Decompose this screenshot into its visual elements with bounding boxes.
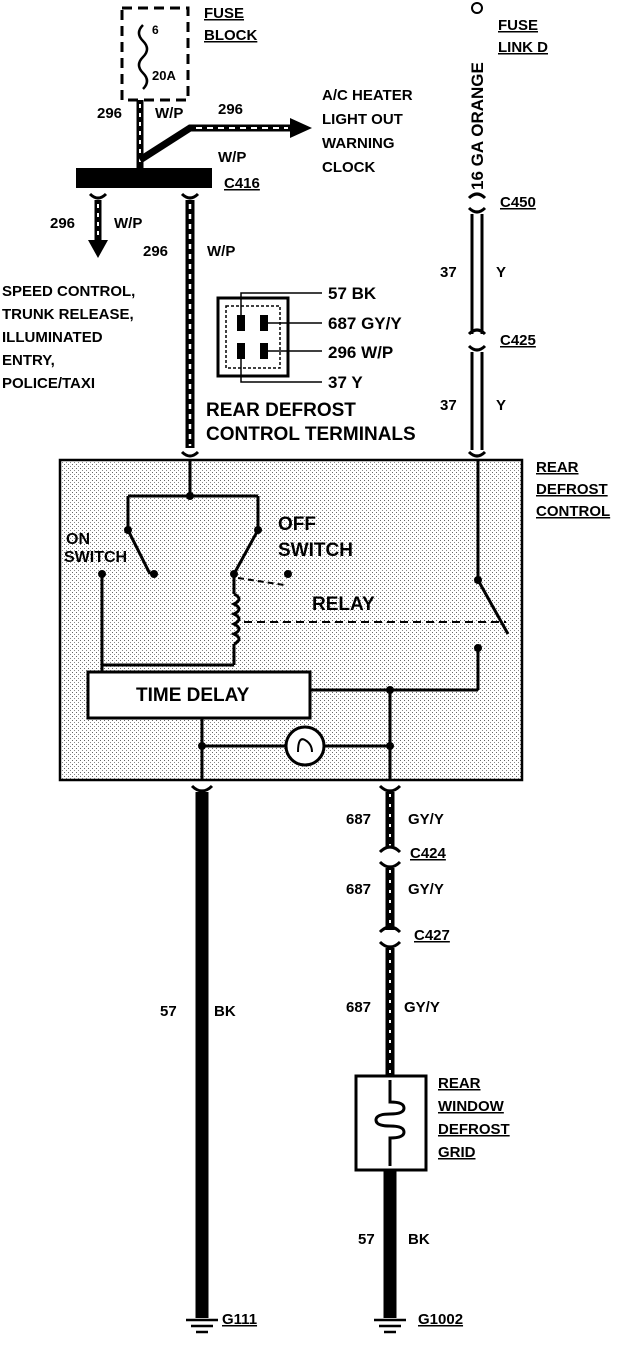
- accessories-2: LIGHT OUT: [322, 111, 403, 128]
- wire-bk-label-b: BK: [408, 1231, 430, 1248]
- off-switch-label-1: OFF: [278, 514, 316, 535]
- grid-label-1: REAR: [438, 1075, 481, 1092]
- wire-37-label-b: 37: [440, 397, 457, 414]
- wire-wp-label-c: W/P: [114, 215, 142, 232]
- switch-contacts: [98, 492, 482, 750]
- off-switch-label-2: SWITCH: [278, 540, 353, 561]
- fuse-block: 6 20A: [120, 6, 190, 102]
- wire-gyy-label-c: GY/Y: [404, 999, 440, 1016]
- grid-label-2: WINDOW: [438, 1098, 505, 1115]
- wire-687: [378, 792, 402, 1076]
- wire-296-branch: [138, 118, 312, 163]
- wire-wp-label-d: W/P: [207, 243, 235, 260]
- wire-gyy-label-b: GY/Y: [408, 881, 444, 898]
- wire-57-label-a: 57: [160, 1003, 177, 1020]
- wire-wp-label-a: W/P: [155, 105, 183, 122]
- speed-control-3: ILLUMINATED: [2, 329, 103, 346]
- speed-control-4: ENTRY,: [2, 352, 55, 369]
- c450-label: C450: [500, 194, 536, 211]
- accessories-4: CLOCK: [322, 159, 375, 176]
- c427-label: C427: [414, 927, 450, 944]
- terminals-title-1: REAR DEFROST: [206, 400, 356, 421]
- wire-296-label-d: 296: [143, 243, 168, 260]
- defrost-grid-element: [354, 1074, 428, 1172]
- c425-label: C425: [500, 332, 536, 349]
- control-label-3: CONTROL: [536, 503, 610, 520]
- control-label-2: DEFROST: [536, 481, 608, 498]
- terminal-1: 57 BK: [328, 284, 377, 303]
- terminal-3: 296 W/P: [328, 343, 393, 362]
- relay-label: RELAY: [312, 594, 375, 615]
- terminal-connector: [216, 292, 322, 383]
- on-switch-label-1: ON: [66, 531, 90, 548]
- wire-296-label-b: 296: [218, 101, 243, 118]
- wire-37-label-a: 37: [440, 264, 457, 281]
- wire-296-label-c: 296: [50, 215, 75, 232]
- accessories-3: WARNING: [322, 135, 395, 152]
- ground-icon-g111: [186, 1318, 218, 1334]
- wire-687-label-c: 687: [346, 999, 371, 1016]
- terminal-4: 37 Y: [328, 373, 363, 392]
- control-label-1: REAR: [536, 459, 579, 476]
- wire-687-label-b: 687: [346, 881, 371, 898]
- fuse-link-gauge: 16 GA ORANGE: [468, 62, 487, 190]
- wire-y-label-a: Y: [496, 264, 506, 281]
- accessories-1: A/C HEATER: [322, 87, 413, 104]
- fuse-block-label-1: FUSE: [204, 5, 244, 22]
- c416-label: C416: [224, 175, 260, 192]
- speed-control-5: POLICE/TAXI: [2, 375, 95, 392]
- g111-label: G111: [222, 1311, 257, 1328]
- wire-296-main: [180, 192, 200, 458]
- c-out-right: [378, 784, 402, 793]
- wire-wp-label-b: W/P: [218, 149, 246, 166]
- fuse-number: 6: [152, 23, 159, 37]
- fuse-block-label-2: BLOCK: [204, 27, 257, 44]
- c424-label: C424: [410, 845, 447, 862]
- fuse-link-label-1: FUSE: [498, 17, 538, 34]
- time-delay-box: [86, 670, 312, 720]
- indicator-lamp-icon: [284, 725, 326, 767]
- grid-label-3: DEFROST: [438, 1121, 510, 1138]
- terminals-title-2: CONTROL TERMINALS: [206, 424, 416, 445]
- fuse-link-end: [471, 2, 483, 14]
- off-switch-link: [237, 577, 285, 586]
- wire-gyy-label-a: GY/Y: [408, 811, 444, 828]
- wire-687-label-a: 687: [346, 811, 371, 828]
- wire-y-label-b: Y: [496, 397, 506, 414]
- c416-splice-bar: [76, 168, 212, 188]
- wire-37: [467, 192, 487, 458]
- grid-label-4: GRID: [438, 1144, 476, 1161]
- fuse-rating: 20A: [152, 68, 176, 83]
- g1002-label: G1002: [418, 1311, 463, 1328]
- time-delay-label: TIME DELAY: [136, 685, 250, 706]
- speed-control-2: TRUNK RELEASE,: [2, 306, 134, 323]
- ground-icon-g1002: [374, 1318, 406, 1334]
- wire-57-label-b: 57: [358, 1231, 375, 1248]
- wire-296-left: [88, 192, 108, 258]
- on-switch-label-2: SWITCH: [64, 549, 127, 566]
- wire-296-label-a: 296: [97, 105, 122, 122]
- rear-defrost-control-box: [58, 458, 524, 782]
- terminal-2: 687 GY/Y: [328, 314, 402, 333]
- speed-control-1: SPEED CONTROL,: [2, 283, 135, 300]
- c-out-left: [190, 784, 214, 793]
- wire-bk-label-a: BK: [214, 1003, 236, 1020]
- fuse-link-label-2: LINK D: [498, 39, 548, 56]
